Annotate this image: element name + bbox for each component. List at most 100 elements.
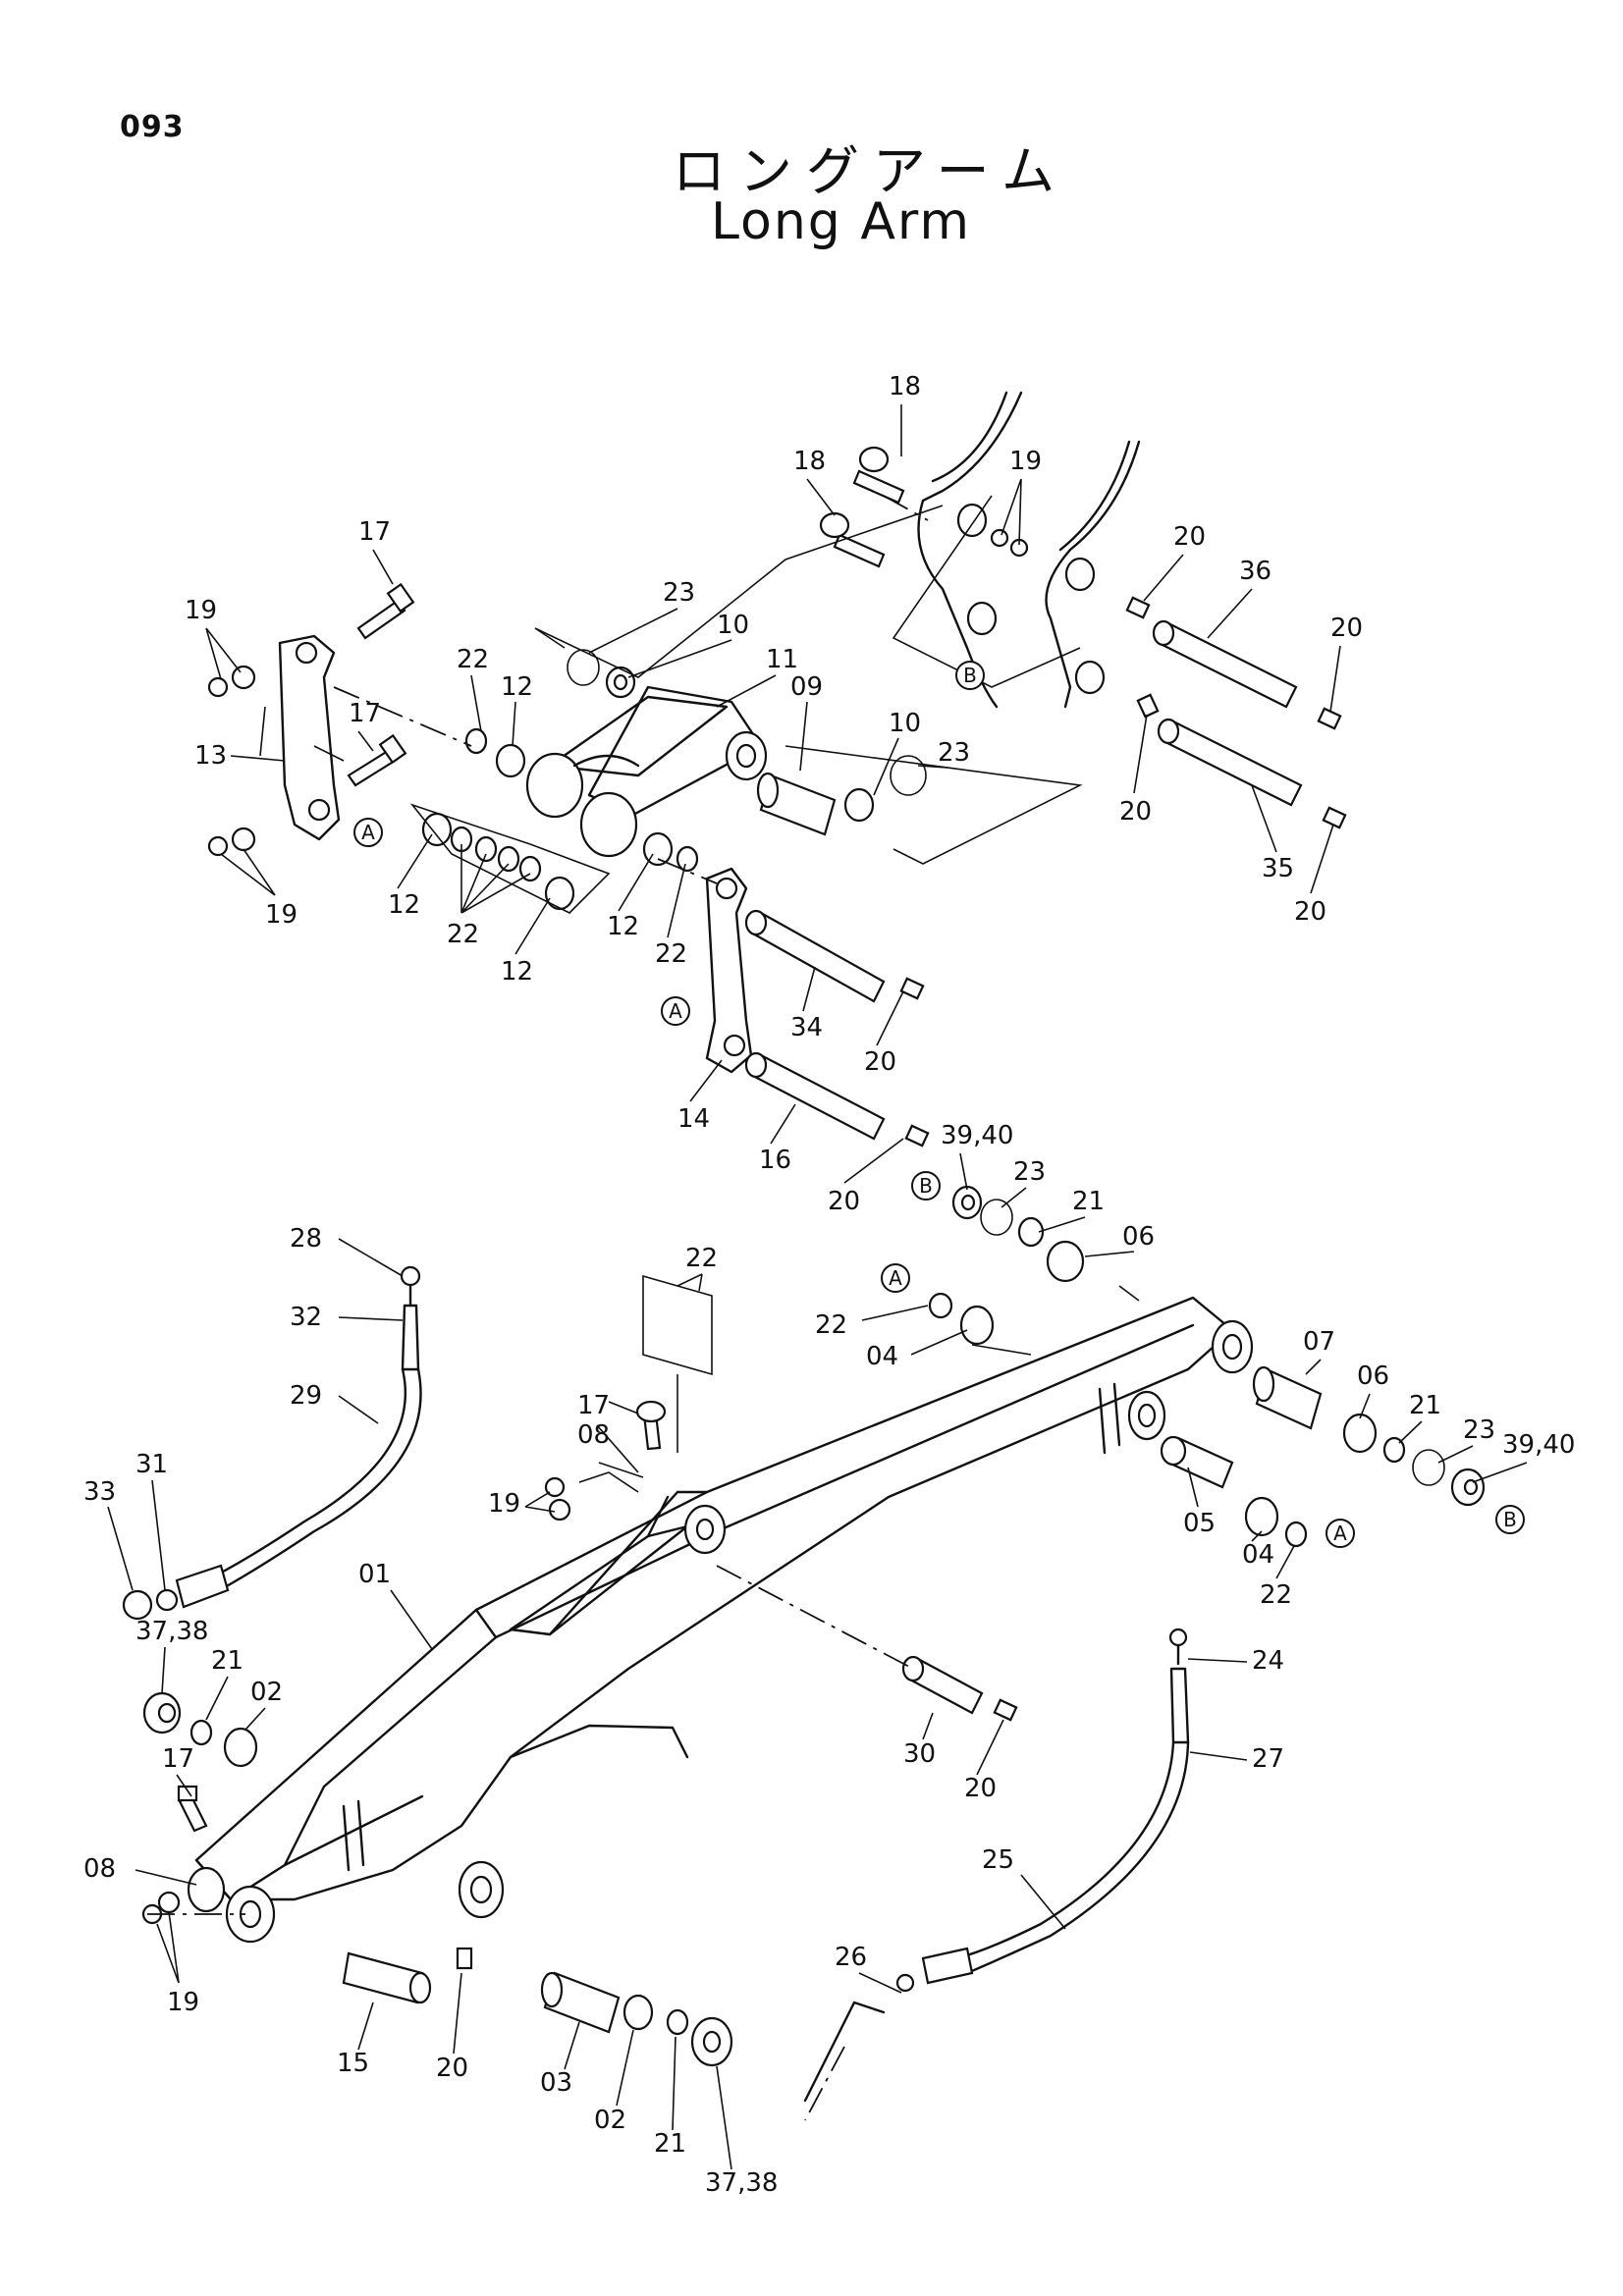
label-21: 21 xyxy=(211,1646,243,1676)
ref-b-3 xyxy=(1495,1505,1525,1534)
arm-body xyxy=(187,1296,1254,1944)
label-23: 23 xyxy=(1463,1415,1495,1445)
label-22: 22 xyxy=(685,1244,718,1273)
label-17: 17 xyxy=(577,1391,610,1420)
label-19: 19 xyxy=(488,1489,520,1519)
label-28: 28 xyxy=(290,1224,322,1254)
label-20: 20 xyxy=(828,1187,860,1216)
label-04: 04 xyxy=(1242,1540,1274,1570)
ref-b-1 xyxy=(955,661,985,690)
pins xyxy=(342,619,1323,2034)
ref-a-3 xyxy=(881,1263,910,1293)
label-07: 07 xyxy=(1303,1327,1335,1357)
title-english: Long Arm xyxy=(710,192,972,251)
label-34: 34 xyxy=(790,1013,823,1042)
label-23: 23 xyxy=(663,578,695,608)
label-01: 01 xyxy=(358,1560,391,1589)
label-37-38: 37,38 xyxy=(135,1617,208,1646)
label-12: 12 xyxy=(607,912,639,941)
label-30: 30 xyxy=(903,1739,936,1769)
label-27: 27 xyxy=(1252,1744,1284,1774)
label-20: 20 xyxy=(1173,522,1206,552)
label-leaders xyxy=(107,404,1528,2170)
svg-text:B: B xyxy=(1503,1508,1517,1531)
label-17: 17 xyxy=(349,699,381,728)
svg-text:B: B xyxy=(919,1174,933,1198)
label-02: 02 xyxy=(594,2106,626,2135)
label-16: 16 xyxy=(759,1146,791,1175)
label-08: 08 xyxy=(83,1854,116,1884)
ref-markers: A A A A B B B xyxy=(353,661,1525,1548)
ref-b-2 xyxy=(911,1171,941,1201)
label-39-40: 39,40 xyxy=(1502,1430,1575,1460)
label-10: 10 xyxy=(717,611,749,640)
label-22: 22 xyxy=(1260,1580,1292,1610)
label-12: 12 xyxy=(501,957,533,987)
label-09: 09 xyxy=(790,672,823,702)
svg-text:A: A xyxy=(889,1266,902,1290)
label-23: 23 xyxy=(1013,1157,1046,1187)
part-labels: 17 19 13 17 19 22 12 23 10 11 09 10 23 1… xyxy=(83,372,1575,2198)
ref-a-1 xyxy=(353,818,383,847)
label-19: 19 xyxy=(265,900,298,930)
label-20: 20 xyxy=(436,2054,468,2083)
label-12: 12 xyxy=(501,672,533,702)
label-37-38: 37,38 xyxy=(705,2168,778,2198)
label-14: 14 xyxy=(677,1104,710,1134)
label-20: 20 xyxy=(1330,614,1363,643)
svg-text:B: B xyxy=(963,664,977,687)
label-19: 19 xyxy=(1009,447,1042,476)
label-08: 08 xyxy=(577,1420,610,1450)
label-21: 21 xyxy=(654,2129,686,2159)
hoses xyxy=(122,1265,1190,2121)
label-04: 04 xyxy=(866,1342,898,1371)
label-05: 05 xyxy=(1183,1509,1216,1538)
title-japanese: ロングアーム xyxy=(672,140,1069,202)
label-19: 19 xyxy=(167,1988,199,2017)
label-17: 17 xyxy=(162,1744,194,1774)
label-02: 02 xyxy=(250,1678,283,1707)
label-22: 22 xyxy=(457,645,489,674)
ref-a-2 xyxy=(661,996,690,1026)
label-31: 31 xyxy=(135,1450,168,1479)
label-12: 12 xyxy=(388,890,420,920)
label-03: 03 xyxy=(540,2068,572,2098)
label-06: 06 xyxy=(1357,1362,1389,1391)
label-22: 22 xyxy=(447,920,479,949)
link-13 xyxy=(278,634,341,841)
label-39-40: 39,40 xyxy=(941,1121,1013,1150)
label-22: 22 xyxy=(815,1310,847,1340)
label-20: 20 xyxy=(1294,897,1326,927)
ref-a-4 xyxy=(1325,1519,1355,1548)
nuts xyxy=(141,528,1029,1925)
label-36: 36 xyxy=(1239,557,1271,586)
page-number: 093 xyxy=(120,110,185,144)
small-parts xyxy=(142,649,1486,2067)
label-23: 23 xyxy=(938,738,970,768)
link-11 xyxy=(525,685,768,858)
label-25: 25 xyxy=(982,1845,1014,1875)
svg-text:A: A xyxy=(669,999,682,1023)
label-32: 32 xyxy=(290,1303,322,1332)
label-20: 20 xyxy=(964,1774,997,1803)
link-14 xyxy=(705,867,753,1074)
label-19: 19 xyxy=(185,596,217,625)
label-21: 21 xyxy=(1072,1187,1105,1216)
label-17: 17 xyxy=(358,517,391,547)
label-15: 15 xyxy=(337,2049,369,2078)
label-18: 18 xyxy=(793,447,826,476)
label-18: 18 xyxy=(889,372,921,401)
label-35: 35 xyxy=(1262,854,1294,883)
label-10: 10 xyxy=(889,709,921,738)
label-11: 11 xyxy=(766,645,798,674)
svg-text:A: A xyxy=(1333,1522,1347,1545)
label-33: 33 xyxy=(83,1477,116,1507)
label-20: 20 xyxy=(1119,797,1152,827)
bucket-outline xyxy=(917,391,1141,709)
label-24: 24 xyxy=(1252,1646,1284,1676)
label-21: 21 xyxy=(1409,1391,1441,1420)
label-26: 26 xyxy=(835,1943,867,1972)
label-06: 06 xyxy=(1122,1222,1155,1252)
svg-text:A: A xyxy=(361,821,375,844)
